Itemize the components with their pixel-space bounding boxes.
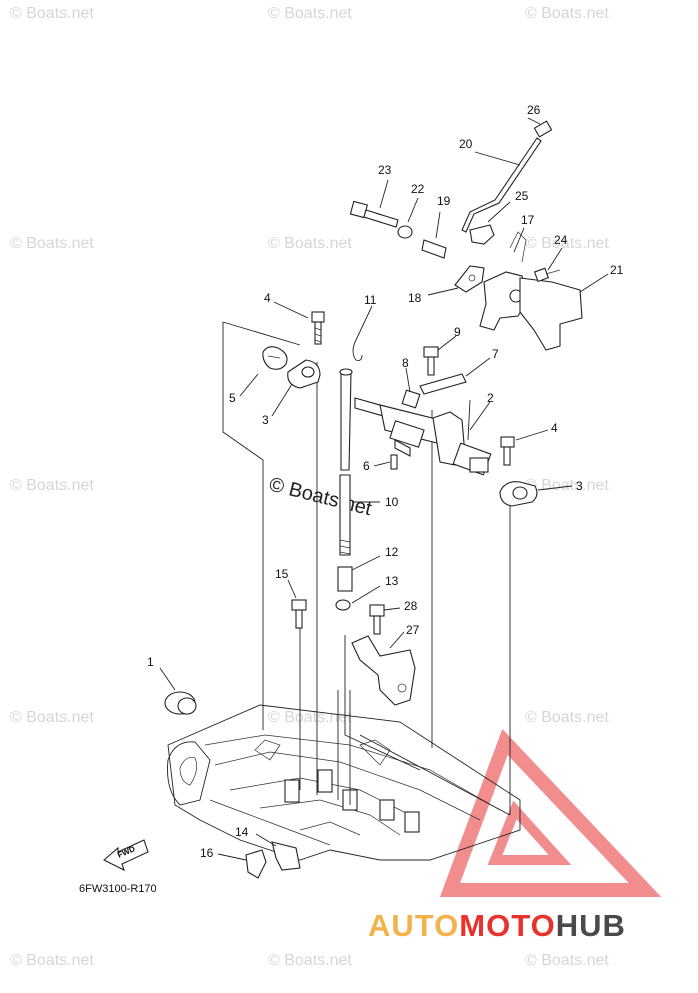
part-23-bolt (349, 200, 399, 228)
part-2-shift-shaft-assembly (354, 397, 492, 476)
part-16-clip (245, 849, 267, 879)
watermark: © Boats.net (525, 5, 609, 22)
brand-logo-text: AUTOMOTOHUB (368, 908, 626, 943)
part-7-plate (419, 373, 467, 395)
part-22-washer (397, 225, 413, 239)
part-24-bolt (533, 267, 561, 283)
callout-18: 18 (408, 291, 422, 305)
watermark: © Boats.net (268, 952, 352, 969)
callout-27: 27 (406, 623, 420, 637)
watermark: © Boats.net (10, 952, 94, 969)
callout-6: 6 (363, 459, 370, 473)
part-10-shift-rod (339, 368, 353, 556)
assembly-leader-lines (222, 321, 511, 816)
callout-20: 20 (459, 137, 473, 151)
callout-19: 19 (437, 194, 451, 208)
part-1-grommet (164, 691, 197, 715)
watermark: © Boats.net (10, 235, 94, 252)
callout-10: 10 (385, 495, 399, 509)
part-26-cap (533, 120, 553, 138)
part-13-nut (335, 599, 351, 611)
watermark: © Boats.net (525, 477, 609, 494)
part-15-bolt (291, 599, 307, 629)
watermark: © Boats.net (525, 952, 609, 969)
part-9-bolt (423, 346, 439, 376)
part-28-bolt (369, 604, 385, 635)
callout-15: 15 (275, 567, 289, 581)
brand-hub: HUB (556, 908, 626, 943)
callout-leaders (159, 117, 609, 861)
part-3-holder-left (287, 359, 321, 389)
part-19-collar (421, 239, 447, 259)
callout-2: 2 (487, 391, 494, 405)
brand-auto: AUTO (368, 908, 459, 943)
callout-3-left: 3 (262, 413, 269, 427)
callout-28: 28 (404, 599, 418, 613)
center-watermark: © Boats.net (267, 474, 374, 521)
watermark: © Boats.net (525, 235, 609, 252)
callout-4-right: 4 (551, 421, 558, 435)
watermark: © Boats.net (268, 709, 352, 726)
callout-26: 26 (527, 103, 541, 117)
part-6-pin (390, 454, 398, 470)
callout-21: 21 (610, 263, 624, 277)
part-12-collar (337, 566, 353, 592)
callout-12: 12 (385, 545, 399, 559)
watermark: © Boats.net (268, 5, 352, 22)
part-8-plate (401, 389, 421, 409)
callout-3-right: 3 (576, 479, 583, 493)
part-17-shift-lever (479, 271, 529, 331)
callout-23: 23 (378, 163, 392, 177)
callout-17: 17 (521, 213, 535, 227)
part-18-link (454, 265, 485, 293)
callout-1: 1 (147, 655, 154, 669)
mount-boss (404, 811, 420, 833)
part-11-clip (352, 339, 363, 361)
mount-boss (284, 779, 300, 803)
callout-5: 5 (229, 391, 236, 405)
callout-24: 24 (554, 233, 568, 247)
background-watermarks: © Boats.net © Boats.net © Boats.net © Bo… (10, 5, 609, 969)
part-20-rod (461, 137, 542, 233)
watermark: © Boats.net (525, 709, 609, 726)
watermark: © Boats.net (10, 5, 94, 22)
watermark: © Boats.net (10, 477, 94, 494)
part-4-bolt-right (500, 436, 515, 466)
part-21-bracket (519, 277, 583, 351)
bottom-cowling-drawing (167, 704, 521, 861)
callout-25: 25 (515, 189, 529, 203)
callout-14: 14 (235, 825, 249, 839)
callout-7: 7 (492, 347, 499, 361)
callout-11: 11 (364, 293, 377, 307)
brand-moto: MOTO (459, 908, 555, 943)
part-3-holder-right (499, 481, 538, 507)
diagram-code: 6FW3100-R170 (79, 883, 157, 895)
mount-boss (317, 769, 333, 793)
callout-16: 16 (200, 846, 214, 860)
part-14-bracket (271, 841, 301, 871)
part-4-bolt-left (311, 311, 325, 345)
mount-boss (379, 799, 395, 821)
logo-triangle (439, 729, 662, 897)
callout-13: 13 (385, 574, 399, 588)
callout-4-left: 4 (264, 291, 271, 305)
callout-9: 9 (454, 325, 461, 339)
part-27-bracket (351, 635, 416, 706)
watermark: © Boats.net (10, 709, 94, 726)
callout-22: 22 (411, 182, 425, 196)
part-5-clip (262, 346, 288, 370)
callout-8: 8 (402, 356, 409, 370)
fwd-arrow-icon: FWD (103, 839, 149, 872)
callout-numbers: 1 2 3 3 4 4 5 6 7 8 9 10 11 12 13 14 15 … (147, 103, 624, 860)
part-25-bracket (469, 224, 495, 245)
watermark: © Boats.net (268, 235, 352, 252)
